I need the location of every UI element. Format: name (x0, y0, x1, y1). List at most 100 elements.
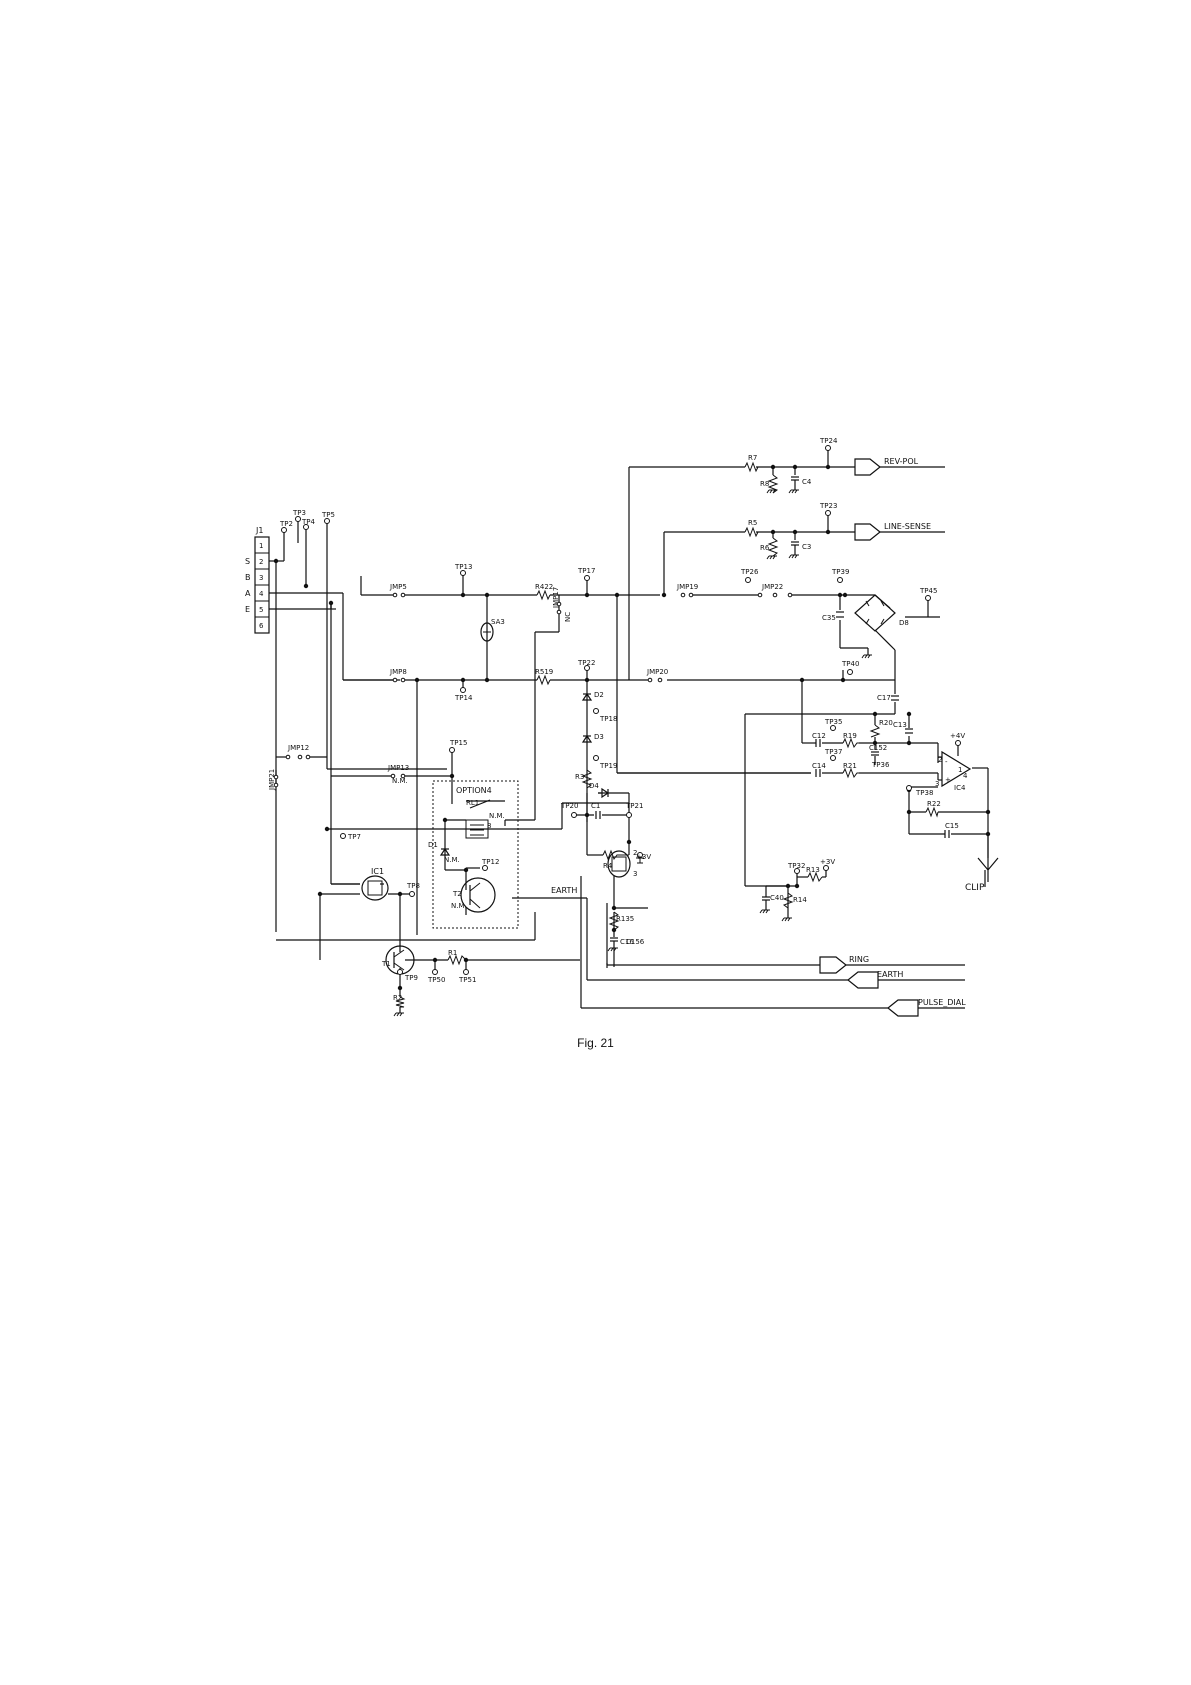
rl1-nm-label: N.M. (489, 812, 505, 820)
c4-label: C4 (802, 478, 812, 486)
tp13-label: TP13 (454, 563, 472, 571)
c3-label: C3 (802, 543, 811, 551)
c40-label: C40 (770, 894, 784, 902)
r1-label: R1 (448, 949, 457, 957)
c1-label: C1 (591, 802, 600, 810)
ic4-label: IC4 (954, 784, 966, 792)
tp14-label: TP14 (454, 694, 473, 702)
r13-label: R13 (806, 866, 820, 874)
option4-label: OPTION4 (456, 786, 492, 795)
tp21-label: TP21 (625, 802, 643, 810)
opto-pin3: 3 (633, 870, 637, 878)
jmp19-label: JMP19 (676, 583, 698, 591)
r22-label: R22 (927, 800, 941, 808)
d4-label: D4 (589, 782, 599, 790)
r135-label: R135 (616, 915, 634, 923)
tp32-label: TP32 (787, 862, 805, 870)
d1-nm-label: N.M. (444, 856, 460, 864)
port-symbols (819, 458, 999, 1017)
c13-label: C13 (893, 721, 907, 729)
c152-label: C152 (869, 744, 887, 752)
r2-label: R2 (393, 994, 402, 1002)
tp38-label: TP38 (915, 789, 933, 797)
j1-pin-4: 4 (259, 590, 264, 598)
r422-label: R422 (535, 583, 553, 591)
c16-label: C16 (620, 938, 634, 946)
tp24-label: TP24 (819, 437, 838, 445)
j1-pin-3: 3 (259, 574, 263, 582)
tp8-label: TP8 (406, 882, 420, 890)
r20-label: R20 (879, 719, 893, 727)
capacitor-symbols (595, 476, 950, 948)
ic1-label: IC1 (371, 867, 384, 876)
jmp5-label: JMP5 (389, 583, 407, 591)
t2-label: T2 (452, 890, 462, 898)
jmp21-label: JMP21 (268, 769, 276, 791)
port-line-sense: LINE-SENSE (884, 522, 931, 531)
tp15-label: TP15 (449, 739, 467, 747)
diode-labels: D1 D2 D3 D4 D8 (428, 619, 909, 849)
tp2-label: TP2 (279, 520, 293, 528)
j1-pin-5: 5 (259, 606, 263, 614)
jmp8-label: JMP8 (389, 668, 407, 676)
r4-label: R4 (603, 862, 613, 870)
d2-label: D2 (594, 691, 604, 699)
r21-label: R21 (843, 762, 857, 770)
diode-symbols (439, 594, 896, 856)
jmp17-nc-label: NC (564, 612, 572, 622)
tp12-label: TP12 (481, 858, 499, 866)
t2-nm-label: N.M. (451, 902, 467, 910)
tp18-label: TP18 (599, 715, 617, 723)
tp4-label: TP4 (301, 518, 315, 526)
tp5-label: TP5 (321, 511, 335, 519)
tp22-label: TP22 (577, 659, 595, 667)
port-pulse-dial: PULSE_DIAL (918, 998, 966, 1007)
r5-label: R5 (748, 519, 757, 527)
ic4-pin3: 3 (935, 780, 939, 788)
plus3v-label-right: +3V (820, 858, 835, 866)
ic4-pin1: 1 (958, 766, 962, 774)
jumper-symbols (273, 592, 793, 788)
j1-pin-1: 1 (259, 542, 263, 550)
svg-text:-: - (945, 758, 948, 766)
jmp17-label: JMP17 (552, 587, 560, 609)
j1-label-s: S (245, 557, 250, 566)
tp50-label: TP50 (427, 976, 445, 984)
wires (269, 450, 989, 1013)
t1-label: T1 (381, 960, 391, 968)
r3-label: R3 (575, 773, 584, 781)
tp35-label: TP35 (824, 718, 842, 726)
jmp13-nm-label: N.M. (392, 777, 408, 785)
resistor-labels: R1 R2 R3 R4 R5 R6 R7 R8 R13 R14 R19 R20 … (393, 454, 941, 1002)
tp26-label: TP26 (740, 568, 759, 576)
j1-label-b: B (245, 573, 251, 582)
c15-label: C15 (945, 822, 959, 830)
tp36-label: TP36 (871, 761, 890, 769)
svg-text:+: + (945, 776, 951, 784)
r519-label: R519 (535, 668, 553, 676)
rl1-pin8: 8 (487, 822, 491, 830)
r6-label: R6 (760, 544, 770, 552)
d3-label: D3 (594, 733, 604, 741)
port-rev-pol: REV-POL (884, 457, 919, 466)
c17-label: C17 (877, 694, 891, 702)
jmp22-label: JMP22 (761, 583, 783, 591)
capacitor-labels: C1 C3 C4 C12 C13 C14 C15 C16 C17 C40 C15… (591, 478, 959, 946)
tp19-label: TP19 (599, 762, 617, 770)
tp37-label: TP37 (824, 748, 842, 756)
tp3-label: TP3 (292, 509, 306, 517)
j1-pin-2: 2 (259, 558, 263, 566)
sa3-label: SA3 (491, 618, 505, 626)
ic4-pin4: 4 (963, 772, 968, 780)
r19-label: R19 (843, 732, 857, 740)
tp45-label: TP45 (919, 587, 937, 595)
jumper-labels: JMP5 JMP8 JMP12 JMP13 JMP17 JMP19 JMP20 … (268, 583, 783, 791)
junctions (273, 464, 991, 991)
rl1-label: RL1 (466, 799, 479, 807)
c14-label: C14 (812, 762, 826, 770)
connector-j1-name: J1 (255, 526, 263, 535)
plus4v-label: +4V (950, 732, 965, 740)
port-clip: CLIP (965, 883, 985, 893)
tp39-label: TP39 (831, 568, 849, 576)
